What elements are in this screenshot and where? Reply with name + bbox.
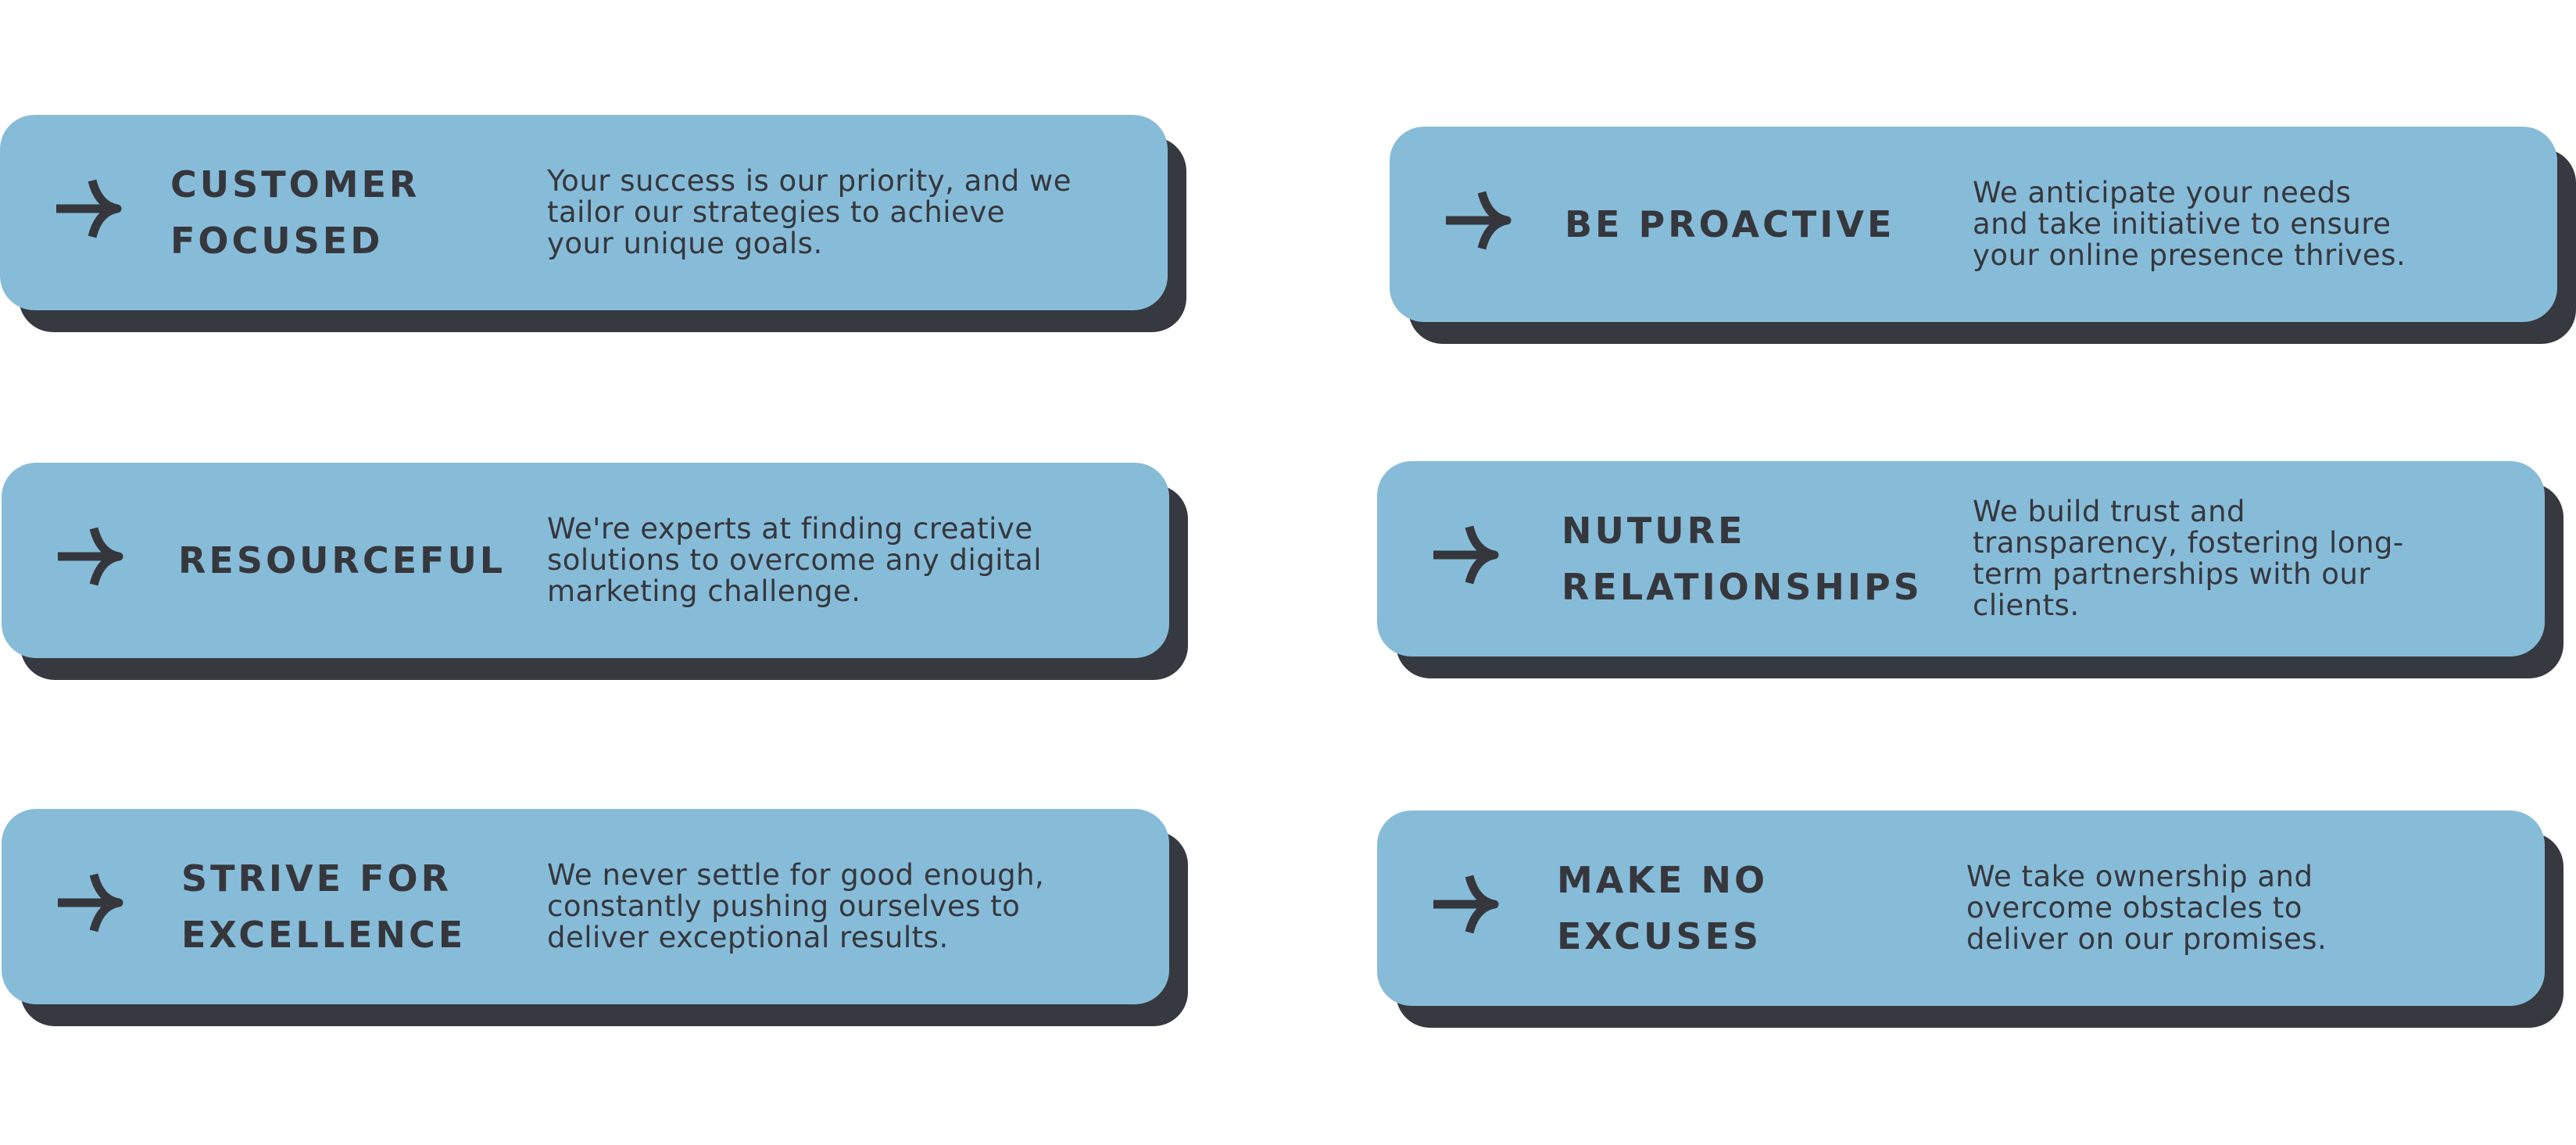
card-body: MAKE NO EXCUSES We take ownership and ov… [1377,810,2545,1006]
arrow-right-icon [1441,183,1516,258]
card-body: STRIVE FOR EXCELLENCE We never settle fo… [2,809,1169,1004]
card-body: CUSTOMER FOCUSED Your success is our pri… [0,115,1168,310]
arrow-right-icon [52,171,127,246]
card-title: CUSTOMER FOCUSED [170,163,420,262]
value-card-customer-focused: CUSTOMER FOCUSED Your success is our pri… [0,115,1186,332]
card-title: BE PROACTIVE [1565,203,1895,245]
value-card-resourceful: RESOURCEFUL We're experts at finding cre… [2,463,1188,680]
card-body: NUTURE RELATIONSHIPS We build trust and … [1377,461,2545,657]
value-card-be-proactive: BE PROACTIVE We anticipate your needs an… [1390,127,2576,344]
card-title: STRIVE FOR EXCELLENCE [181,857,467,956]
card-description: We anticipate your needs and take initia… [1973,176,2406,272]
card-title: NUTURE RELATIONSHIPS [1562,510,1923,608]
arrow-right-icon [53,865,128,940]
card-description: We build trust and transparency, fosteri… [1973,495,2404,622]
arrow-right-icon [53,519,128,594]
card-title: MAKE NO EXCUSES [1557,859,1769,957]
value-card-strive-for-excellence: STRIVE FOR EXCELLENCE We never settle fo… [2,809,1188,1026]
value-card-nuture-relationships: NUTURE RELATIONSHIPS We build trust and … [1377,461,2563,678]
arrow-right-icon [1429,517,1504,592]
card-body: RESOURCEFUL We're experts at finding cre… [2,463,1169,658]
card-description: We're experts at finding creative soluti… [547,512,1042,608]
card-title: RESOURCEFUL [178,539,506,581]
card-body: BE PROACTIVE We anticipate your needs an… [1390,127,2557,322]
card-description: Your success is our priority, and we tai… [547,164,1072,260]
card-description: We never settle for good enough, constan… [547,858,1045,954]
card-description: We take ownership and overcome obstacles… [1966,860,2327,956]
arrow-right-icon [1429,867,1504,942]
value-card-make-no-excuses: MAKE NO EXCUSES We take ownership and ov… [1377,810,2563,1028]
